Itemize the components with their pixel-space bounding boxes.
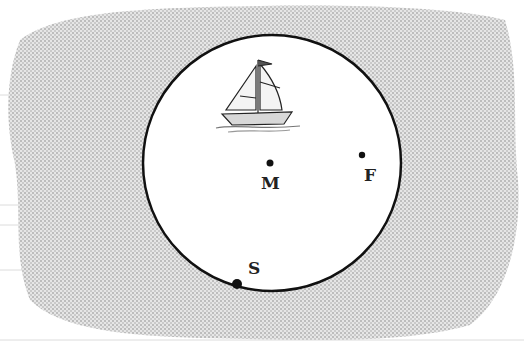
point-m (267, 160, 274, 167)
point-s (232, 279, 242, 289)
lake-circle (143, 35, 401, 291)
point-f (359, 152, 365, 158)
point-label: F (364, 167, 376, 184)
sailboat (216, 60, 300, 132)
point-label: M (261, 175, 280, 192)
point-label: S (248, 260, 260, 277)
shore-region (8, 6, 518, 341)
